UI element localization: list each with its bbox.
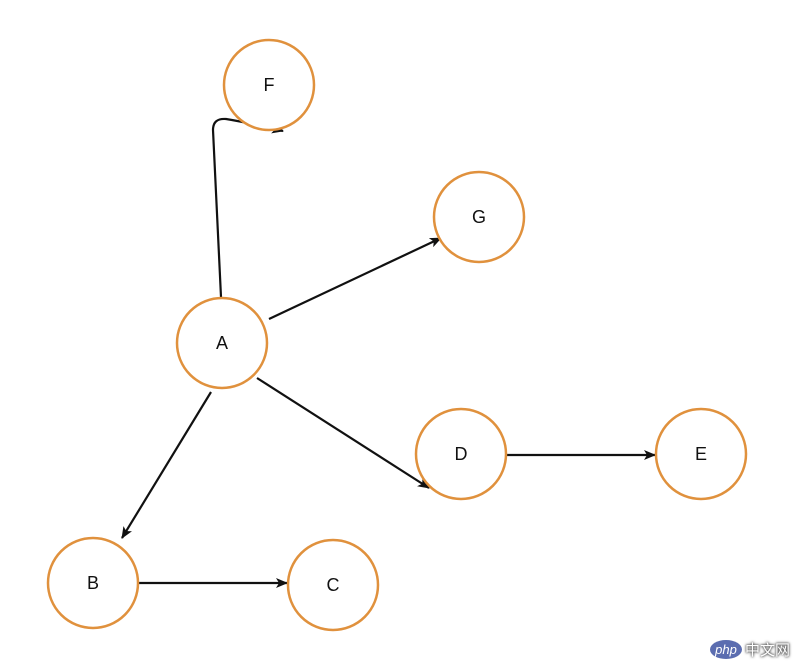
node-label-f: F <box>264 75 275 95</box>
node-label-d: D <box>455 444 468 464</box>
node-circle-b <box>46 536 140 630</box>
nodes: A B C D E F G <box>46 38 748 632</box>
node-f: F <box>222 38 316 132</box>
watermark-logo: php <box>709 640 742 659</box>
node-d: D <box>414 407 508 501</box>
node-label-a: A <box>216 333 228 353</box>
node-label-c: C <box>327 575 340 595</box>
edge-a-to-g <box>268 237 442 320</box>
node-circle-f <box>222 38 316 132</box>
node-e: E <box>654 407 748 501</box>
watermark: php 中文网 <box>709 639 790 660</box>
watermark-text: 中文网 <box>744 642 790 659</box>
node-label-b: B <box>87 573 99 593</box>
node-circle-g <box>432 170 526 264</box>
node-c: C <box>286 538 380 632</box>
node-b: B <box>46 536 140 630</box>
node-a: A <box>175 296 269 390</box>
edge-a-to-f <box>211 117 284 298</box>
node-circle-c <box>286 538 380 632</box>
node-circle-d <box>414 407 508 501</box>
node-label-g: G <box>472 207 486 227</box>
node-g: G <box>432 170 526 264</box>
node-circle-e <box>654 407 748 501</box>
node-label-e: E <box>695 444 707 464</box>
node-circle-a <box>175 296 269 390</box>
edge-a-to-b <box>121 391 212 539</box>
edge-a-to-d <box>256 377 430 489</box>
